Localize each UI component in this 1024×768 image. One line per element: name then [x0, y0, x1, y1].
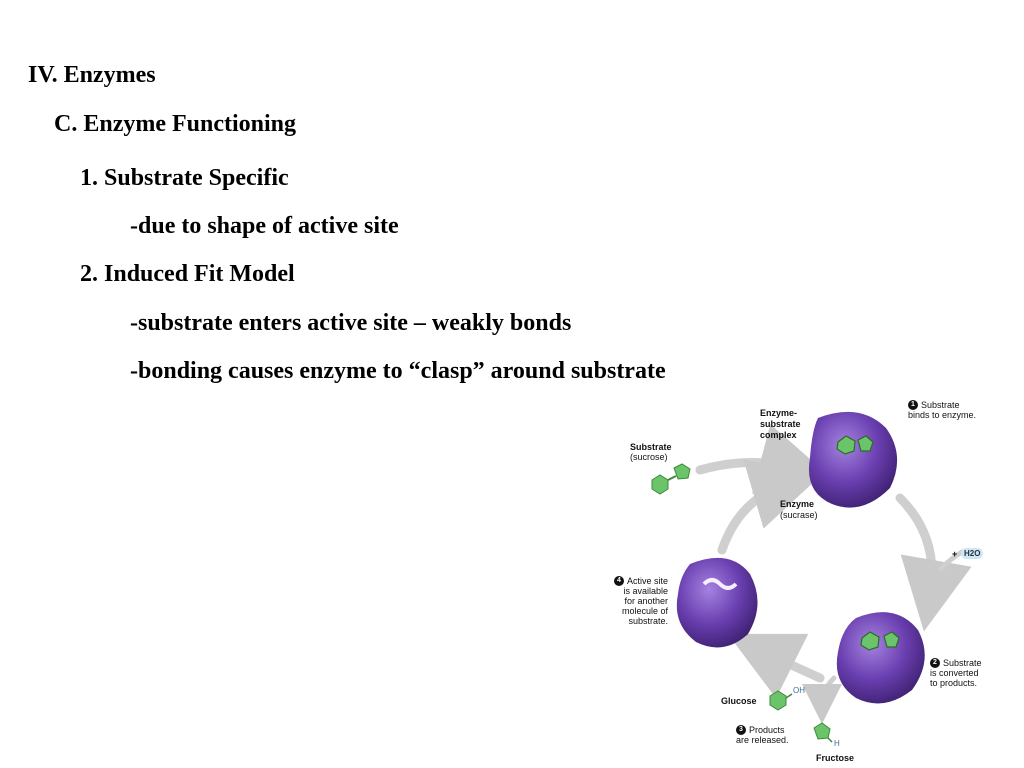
- arrow-substrate-to-complex: [695, 424, 831, 494]
- step4-caption-2: is available: [623, 586, 668, 596]
- step4-caption-5: substrate.: [628, 616, 668, 626]
- complex-label-2: substrate: [760, 419, 801, 429]
- step4-text: Active site: [626, 576, 668, 586]
- slide-subheading: C. Enzyme Functioning: [54, 111, 297, 137]
- oh-label: OH: [793, 686, 805, 695]
- step3-number: 3: [736, 725, 746, 735]
- step2-caption-2: is converted: [930, 668, 979, 678]
- arrow-water-in: [918, 549, 965, 607]
- step4-number: 4: [613, 576, 624, 586]
- arrow-products-out: [802, 675, 843, 724]
- enzyme-cycle-graphic: [651, 411, 972, 743]
- step3-caption-2: are released.: [736, 735, 789, 745]
- step3-text: Products: [749, 725, 785, 735]
- substrate-sublabel: (sucrose): [630, 452, 668, 462]
- arrow-empty-to-complex: [717, 459, 823, 555]
- h-label: H: [834, 739, 840, 748]
- complex-label-3: complex: [760, 430, 797, 440]
- arrow-converted-to-released: [727, 633, 825, 699]
- substrate-label: Substrate: [630, 442, 672, 452]
- enzyme-cycle-diagram: Substrate (sucrose) Enzyme- substrate co…: [600, 398, 1010, 766]
- point-substrate-specific-detail: -due to shape of active site: [130, 213, 399, 239]
- step1-number: 1: [908, 400, 918, 410]
- step1-caption-2: binds to enzyme.: [908, 410, 977, 420]
- point-induced-fit-detail-1: -substrate enters active site – weakly b…: [130, 310, 572, 336]
- fructose-icon: [813, 722, 833, 743]
- substrate-sucrose-icon: [651, 463, 691, 495]
- point-substrate-specific: 1. Substrate Specific: [80, 165, 289, 191]
- enzyme-sublabel: (sucrase): [780, 510, 818, 520]
- glucose-icon: [769, 690, 793, 711]
- fructose-label: Fructose: [816, 753, 855, 763]
- step4-caption-4: molecule of: [621, 606, 668, 616]
- step4-caption-3: for another: [624, 596, 668, 606]
- enzyme-products-icon: [836, 612, 925, 704]
- water-label: H2O: [961, 548, 984, 559]
- enzyme-substrate-complex-icon: [808, 411, 898, 508]
- step2-caption-3: to products.: [930, 678, 978, 688]
- glucose-label: Glucose: [721, 696, 757, 706]
- step2-number: 2: [930, 658, 940, 668]
- complex-label-1: Enzyme-: [760, 408, 798, 418]
- cycle-arrows: [695, 424, 972, 724]
- point-induced-fit: 2. Induced Fit Model: [80, 261, 295, 287]
- arrow-complex-to-converted: [895, 493, 972, 632]
- enzyme-label: Enzyme: [780, 499, 815, 509]
- step1-text: Substrate: [921, 400, 960, 410]
- enzyme-empty-icon: [676, 557, 758, 648]
- slide-heading: IV. Enzymes: [28, 62, 156, 88]
- step2-text: Substrate: [943, 658, 982, 668]
- water-plus: +: [952, 549, 958, 559]
- point-induced-fit-detail-2: -bonding causes enzyme to “clasp” around…: [130, 358, 666, 384]
